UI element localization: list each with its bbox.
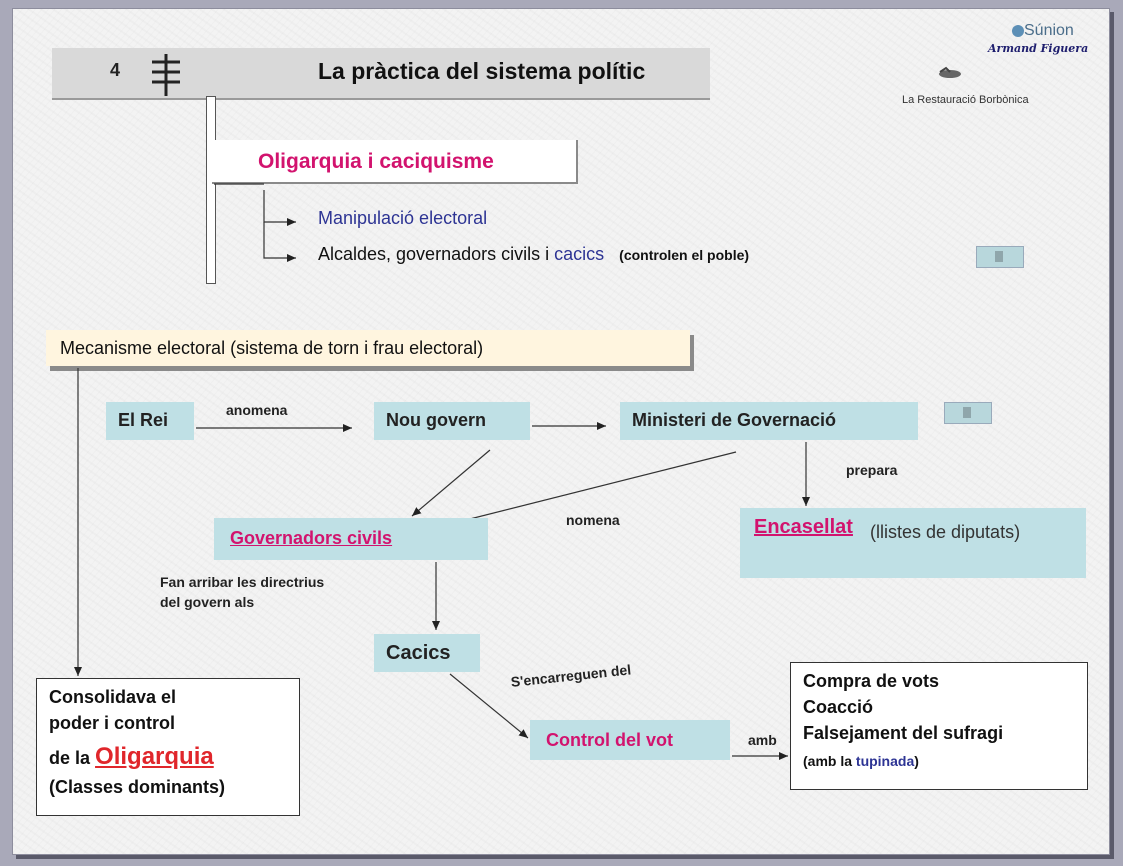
tupinada-keyword: tupinada bbox=[855, 753, 915, 769]
globe-icon bbox=[1012, 24, 1024, 37]
page-title: La pràctica del sistema polític bbox=[318, 58, 646, 84]
node-cacics-label: Cacics bbox=[386, 642, 451, 664]
point-alcaldes-text: Alcaldes, governadors civils i bbox=[318, 244, 550, 264]
arrow-to-alcaldes bbox=[263, 222, 296, 262]
methods-box: Compra de vots Coacció Falsejament del s… bbox=[790, 662, 1088, 790]
logo: Súnion bbox=[1012, 22, 1074, 40]
edge-label-anomena: anomena bbox=[226, 402, 288, 418]
vertical-bar bbox=[206, 96, 216, 284]
method-coaccio: Coacció bbox=[803, 697, 874, 717]
consolidava-line3-prefix: de la bbox=[49, 748, 91, 768]
arrow-to-manipulacio bbox=[263, 190, 296, 226]
controlen-note: (controlen el poble) bbox=[619, 247, 750, 263]
mechanism-banner bbox=[46, 330, 690, 366]
node-cacics: Cacics bbox=[374, 634, 480, 672]
node-el-rei: El Rei bbox=[106, 402, 194, 440]
node-control-vot-label: Control del vot bbox=[546, 730, 673, 750]
node-encasellat-keyword: Encasellat bbox=[754, 516, 853, 538]
section-title: Oligarquia i caciquisme bbox=[258, 150, 494, 173]
edge-label-prepara: prepara bbox=[846, 462, 898, 478]
edge-label-fan-arribar-2: del govern als bbox=[160, 594, 255, 610]
node-encasellat: Encasellat (llistes de diputats) bbox=[740, 508, 1086, 578]
tupinada-prefix: (amb la bbox=[803, 753, 853, 769]
action-button-2[interactable] bbox=[944, 402, 992, 424]
arrow-nou-governadors bbox=[411, 449, 491, 517]
node-encasellat-desc: (llistes de diputats) bbox=[870, 522, 1021, 542]
logo-text: Súnion bbox=[1024, 22, 1074, 39]
unit-label: La Restauració Borbònica bbox=[902, 94, 1029, 106]
node-governadors-label: Governadors civils bbox=[230, 528, 393, 548]
edge-label-amb: amb bbox=[748, 732, 777, 748]
edge-label-nomena: nomena bbox=[566, 512, 620, 528]
cacics-keyword: cacics bbox=[554, 244, 605, 264]
node-ministeri-label: Ministeri de Governació bbox=[632, 410, 837, 430]
node-governadors: Governadors civils bbox=[214, 518, 488, 560]
arrow-ministeri-governadors bbox=[449, 451, 737, 526]
consolidava-line3: de la Oligarquia bbox=[49, 743, 214, 771]
title-bar bbox=[52, 48, 710, 100]
point-alcaldes: Alcaldes, governadors civils i cacics (c… bbox=[318, 244, 749, 265]
node-nou-govern: Nou govern bbox=[374, 402, 530, 440]
oligarquia-keyword: Oligarquia bbox=[95, 743, 214, 770]
tupinada-suffix: ) bbox=[914, 753, 919, 769]
signpost-icon bbox=[152, 54, 180, 96]
point-manipulacio: Manipulació electoral bbox=[318, 208, 488, 228]
mechanism-title: Mecanisme electoral (sistema de torn i f… bbox=[60, 338, 484, 358]
node-ministeri: Ministeri de Governació bbox=[620, 402, 918, 440]
method-tupinada: (amb la tupinada) bbox=[803, 753, 919, 769]
edge-label-fan-arribar-1: Fan arribar les directrius bbox=[160, 574, 325, 590]
consolidava-box: Consolidava el poder i control de la Oli… bbox=[36, 678, 300, 816]
consolidava-line1: Consolidava el bbox=[49, 687, 177, 707]
consolidava-line2: poder i control bbox=[49, 713, 175, 733]
slide-number: 4 bbox=[110, 60, 121, 80]
node-nou-govern-label: Nou govern bbox=[386, 410, 487, 430]
node-el-rei-label: El Rei bbox=[118, 410, 169, 430]
consolidava-line4: (Classes dominants) bbox=[49, 777, 226, 797]
logo-author: Armand Figuera bbox=[988, 42, 1089, 55]
arrow-cacics-control bbox=[449, 673, 529, 739]
section-header-box bbox=[212, 140, 578, 184]
method-compra: Compra de vots bbox=[803, 671, 940, 691]
bird-icon bbox=[939, 66, 961, 78]
node-control-vot: Control del vot bbox=[530, 720, 730, 760]
method-falsejament: Falsejament del sufragi bbox=[803, 723, 1004, 743]
action-button[interactable] bbox=[976, 246, 1024, 268]
